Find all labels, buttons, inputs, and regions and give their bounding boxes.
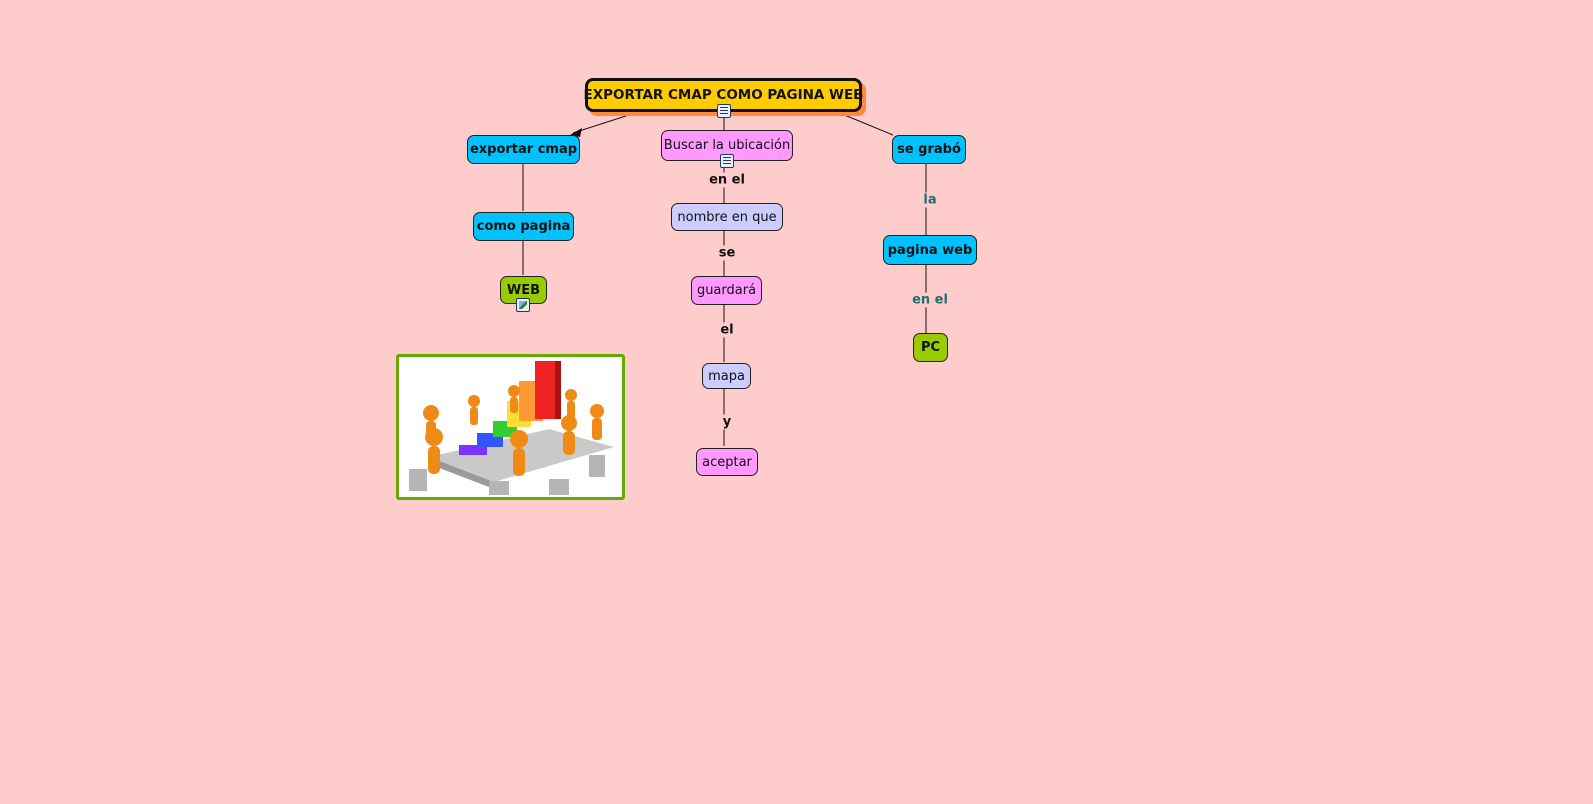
link-label-el[interactable]: el (719, 322, 735, 338)
image-resource-icon[interactable] (516, 298, 530, 312)
concept-pc[interactable]: PC (913, 333, 948, 362)
concept-pagina-web[interactable]: pagina web (883, 235, 977, 265)
concept-se-grabo[interactable]: se grabó (892, 135, 966, 164)
link-label-la[interactable]: la (922, 192, 938, 208)
root-to-exportar-line (572, 113, 633, 134)
meeting-chart-image (396, 354, 625, 500)
concept-como-pagina[interactable]: como pagina (473, 212, 574, 241)
document-resource-icon[interactable] (720, 154, 734, 168)
concept-mapa[interactable]: mapa (702, 363, 751, 389)
link-label-y[interactable]: y (721, 414, 733, 430)
root-to-segrabo-line (841, 113, 894, 136)
link-label-se[interactable]: se (717, 245, 737, 261)
concept-nombre-en-que[interactable]: nombre en que (671, 203, 783, 231)
link-label-en-el-2[interactable]: en el (911, 292, 949, 308)
arrowhead-icon (570, 128, 582, 137)
document-resource-icon[interactable] (717, 104, 731, 118)
root-concept[interactable]: EXPORTAR CMAP COMO PAGINA WEB (584, 78, 863, 112)
concept-aceptar[interactable]: aceptar (696, 448, 758, 476)
concept-exportar-cmap[interactable]: exportar cmap (467, 135, 580, 164)
link-label-en-el[interactable]: en el (708, 172, 746, 188)
concept-guardara[interactable]: guardará (691, 276, 762, 305)
